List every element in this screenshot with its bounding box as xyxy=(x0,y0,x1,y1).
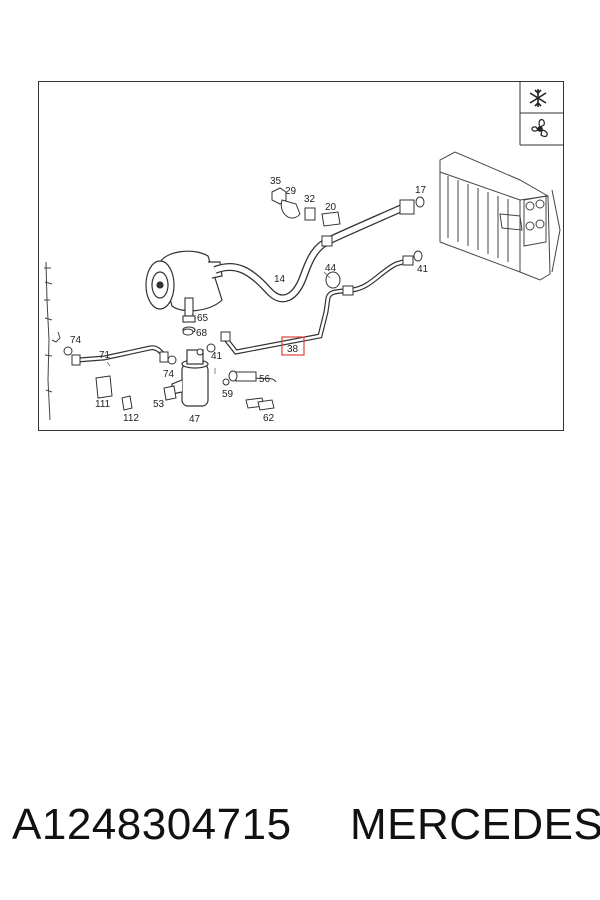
brand-name: MERCEDES xyxy=(350,800,600,849)
callout-35: 35 xyxy=(270,176,282,187)
callout-65: 65 xyxy=(197,313,209,324)
icon-box xyxy=(519,81,563,146)
callout-56: 56 xyxy=(259,374,271,385)
pressure-switch-65 xyxy=(182,297,196,334)
compressor xyxy=(145,250,223,312)
callout-38: 38 xyxy=(287,344,299,355)
callout-111: 111 xyxy=(95,399,111,410)
callout-41-left: 41 xyxy=(211,351,223,362)
fan-icon xyxy=(531,119,548,138)
highlight-box xyxy=(281,336,305,356)
callout-53: 53 xyxy=(153,399,165,410)
hose-14 xyxy=(213,199,415,303)
body-structure-fragment xyxy=(44,261,61,421)
callout-32: 32 xyxy=(304,194,316,205)
diagram-frame xyxy=(38,81,564,431)
callout-74-left: 74 xyxy=(70,335,82,346)
leader-lines xyxy=(106,271,331,374)
callout-44: 44 xyxy=(325,263,337,274)
line-38 xyxy=(220,255,414,355)
callout-68: 68 xyxy=(196,328,208,339)
callout-112: 112 xyxy=(123,413,139,424)
fittings xyxy=(63,187,425,411)
callout-59: 59 xyxy=(222,389,234,400)
callout-17: 17 xyxy=(415,185,427,196)
callout-41-right: 41 xyxy=(417,264,429,275)
callout-14: 14 xyxy=(274,274,286,285)
evaporator-housing xyxy=(439,151,561,281)
callout-29: 29 xyxy=(285,186,297,197)
caption: A1248304715 MERCEDES xyxy=(12,800,600,860)
receiver-dryer-47 xyxy=(171,349,209,407)
callout-62: 62 xyxy=(263,413,275,424)
callout-71: 71 xyxy=(99,350,111,361)
part-number: A1248304715 xyxy=(12,800,292,849)
callout-74-right: 74 xyxy=(163,369,175,380)
line-71 xyxy=(71,345,170,366)
snowflake-icon xyxy=(529,89,547,107)
callout-20: 20 xyxy=(325,202,337,213)
callout-47: 47 xyxy=(189,414,201,425)
